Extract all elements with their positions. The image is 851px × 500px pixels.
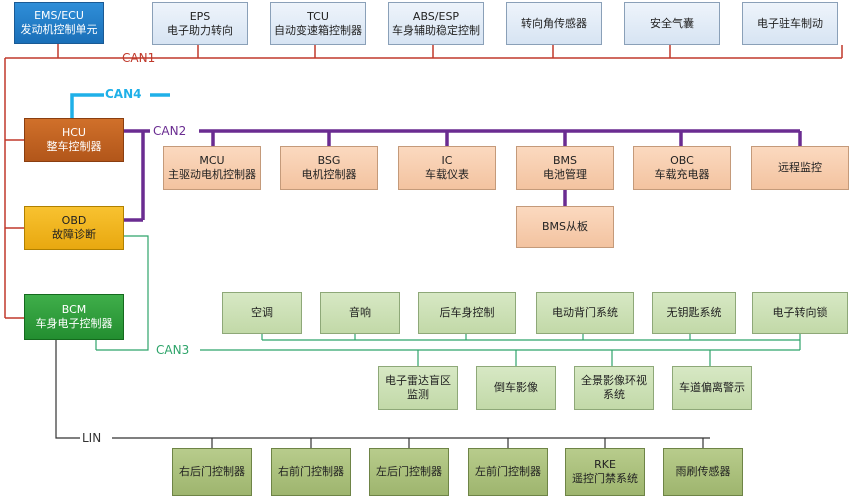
can3-node-electronic-steering-lock: 电子转向锁 — [752, 292, 848, 334]
can2-node-bsg: BSG 电机控制器 — [280, 146, 378, 190]
can2-node-ic: IC 车载仪表 — [398, 146, 496, 190]
node-desc: 电机控制器 — [301, 168, 357, 181]
hcu-box: HCU 整车控制器 — [24, 118, 124, 162]
can2-label: CAN2 — [153, 124, 187, 138]
lin-node-lr-door: 左后门控制器 — [369, 448, 449, 496]
node-title: BSG — [317, 154, 341, 167]
bcm-desc: 车身电子控制器 — [35, 317, 113, 330]
node-desc: 左前门控制器 — [475, 465, 541, 478]
obd-desc: 故障诊断 — [52, 228, 96, 241]
can1-node-airbag: 安全气囊 — [624, 2, 720, 45]
node-desc: 右后门控制器 — [179, 465, 245, 478]
bcm-title: BCM — [61, 303, 87, 316]
node-desc: 全景影像环视系统 — [581, 374, 647, 401]
can1-node-eps: EPS 电子助力转向 — [152, 2, 248, 45]
node-title: RKE — [594, 458, 616, 471]
bcm-box: BCM 车身电子控制器 — [24, 294, 124, 340]
node-title: OBC — [670, 154, 694, 167]
node-desc: 电子驻车制动 — [757, 16, 823, 30]
can3-node-lane-departure-warning: 车道偏离警示 — [672, 366, 752, 410]
ems-desc: 发动机控制单元 — [20, 23, 98, 36]
node-desc: 安全气囊 — [650, 16, 694, 30]
obd-box: OBD 故障诊断 — [24, 206, 124, 250]
lin-node-lf-door: 左前门控制器 — [468, 448, 548, 496]
node-desc: 右前门控制器 — [278, 465, 344, 478]
lin-node-rf-door: 右前门控制器 — [271, 448, 351, 496]
can1-node-electronic-parking-brake: 电子驻车制动 — [742, 2, 838, 45]
node-title: IC — [441, 154, 453, 167]
node-desc: 车载充电器 — [654, 168, 710, 181]
can1-node-abs-esp: ABS/ESP 车身辅助稳定控制 — [388, 2, 484, 45]
node-title: TCU — [307, 9, 329, 23]
bms-slave-label: BMS从板 — [541, 220, 589, 233]
node-title: BMS — [552, 154, 578, 167]
bms-slave-box: BMS从板 — [516, 206, 614, 248]
can3-node-audio: 音响 — [320, 292, 400, 334]
node-desc: 无钥匙系统 — [666, 306, 722, 319]
lin-node-rr-door: 右后门控制器 — [172, 448, 252, 496]
node-desc: 电子助力转向 — [167, 23, 233, 37]
node-desc: 雨刷传感器 — [675, 465, 731, 478]
node-desc: 遥控门禁系统 — [572, 472, 638, 485]
can4-label: CAN4 — [105, 87, 142, 101]
can2-node-obc: OBC 车载充电器 — [633, 146, 731, 190]
lin-bus — [55, 338, 710, 448]
can3-label: CAN3 — [156, 343, 190, 357]
node-desc: 车身辅助稳定控制 — [392, 23, 480, 37]
node-title: ABS/ESP — [412, 9, 460, 23]
node-title: EPS — [189, 9, 211, 23]
node-desc: 倒车影像 — [494, 381, 538, 394]
can1-node-steering-angle-sensor: 转向角传感器 — [506, 2, 602, 45]
can3-node-surround-view: 全景影像环视系统 — [574, 366, 654, 410]
can3-node-reversing-camera: 倒车影像 — [476, 366, 556, 410]
can2-node-remote-monitoring: 远程监控 — [751, 146, 849, 190]
can3-node-blind-spot-radar: 电子雷达盲区监测 — [378, 366, 458, 410]
node-desc: 车道偏离警示 — [679, 381, 745, 394]
can1-node-tcu: TCU 自动变速箱控制器 — [270, 2, 366, 45]
lin-node-rain-sensor: 雨刷传感器 — [663, 448, 743, 496]
can1-bus — [4, 44, 843, 319]
can1-label: CAN1 — [122, 51, 156, 65]
node-desc: 电子雷达盲区监测 — [385, 374, 451, 401]
node-desc: 自动变速箱控制器 — [274, 23, 362, 37]
obd-title: OBD — [61, 214, 87, 227]
node-desc: 远程监控 — [778, 161, 822, 174]
can2-node-bms: BMS 电池管理 — [516, 146, 614, 190]
node-desc: 空调 — [251, 306, 273, 319]
node-desc: 音响 — [349, 306, 371, 319]
lin-label: LIN — [82, 431, 102, 445]
ems-title: EMS/ECU — [34, 9, 84, 22]
node-desc: 后车身控制 — [439, 306, 495, 319]
ems-ecu-box: EMS/ECU 发动机控制单元 — [14, 2, 104, 44]
lin-node-rke: RKE 遥控门禁系统 — [565, 448, 645, 496]
can3-node-air-conditioning: 空调 — [222, 292, 302, 334]
node-desc: 电子转向锁 — [772, 306, 828, 319]
can3-bus — [95, 235, 801, 366]
node-desc: 电动背门系统 — [552, 306, 618, 319]
node-desc: 主驱动电机控制器 — [168, 168, 256, 181]
node-title: MCU — [199, 154, 225, 167]
can3-node-keyless-system: 无钥匙系统 — [652, 292, 736, 334]
can4-bus — [70, 93, 170, 118]
hcu-title: HCU — [61, 126, 86, 139]
can3-node-power-tailgate: 电动背门系统 — [536, 292, 634, 334]
can3-node-rear-body-control: 后车身控制 — [418, 292, 516, 334]
node-desc: 电池管理 — [543, 168, 587, 181]
can2-bus — [124, 129, 802, 222]
node-desc: 左后门控制器 — [376, 465, 442, 478]
node-desc: 车载仪表 — [425, 168, 469, 181]
hcu-desc: 整车控制器 — [46, 140, 102, 153]
node-desc: 转向角传感器 — [521, 16, 587, 30]
can2-node-mcu: MCU 主驱动电机控制器 — [163, 146, 261, 190]
